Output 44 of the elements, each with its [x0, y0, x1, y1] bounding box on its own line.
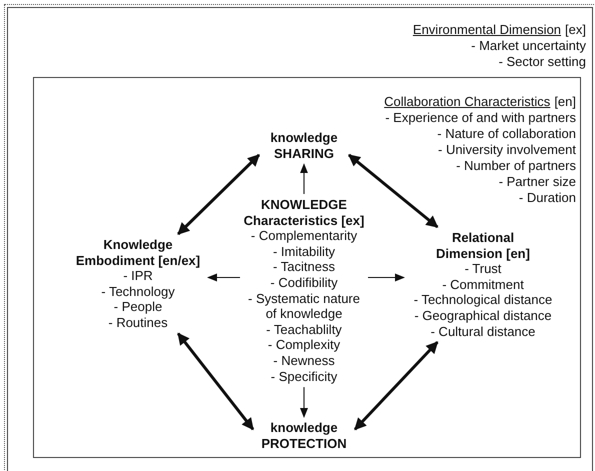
list-item: - Commitment	[441, 276, 525, 292]
arrow	[177, 154, 260, 236]
inner-box	[33, 77, 581, 458]
arrow	[354, 341, 438, 430]
arrow	[177, 332, 254, 430]
list-item: - Number of partners	[455, 158, 576, 174]
list-item: - Complementarity	[250, 228, 358, 244]
arrow	[348, 154, 438, 228]
section-heading: KNOWLEDGE Characteristics [ex]	[243, 197, 365, 228]
section-heading: Knowledge Embodiment [en/ex]	[74, 237, 202, 268]
list-item: - Duration	[518, 190, 576, 206]
list-item: - Teachablilty	[265, 322, 343, 338]
list-item: - Geographical distance	[413, 308, 553, 324]
list-item: - Tacitness	[272, 259, 336, 275]
scope-tag: [en]	[554, 94, 576, 110]
arrow	[300, 386, 308, 418]
list-item: - Technology	[100, 284, 176, 300]
arrow	[300, 163, 308, 194]
list-item: - Systematic nature of knowledge	[247, 290, 361, 322]
arrow	[368, 273, 405, 282]
list-item: - Experience of and with partners	[384, 110, 576, 126]
section-heading: Environmental Dimension	[412, 22, 562, 38]
list-item: - Specificity	[270, 368, 338, 384]
list-item: - University involvement	[437, 142, 576, 158]
list-item: - Imitability	[272, 244, 336, 260]
node-label: knowledge SHARING	[262, 130, 346, 162]
list-item: - Nature of collaboration	[436, 126, 576, 142]
list-item: - Routines	[107, 314, 169, 331]
arrow	[207, 273, 240, 282]
scope-tag: [ex]	[565, 22, 586, 38]
list-item: - People	[112, 299, 164, 315]
list-item: - IPR	[122, 268, 154, 284]
list-item: - Cultural distance	[430, 324, 536, 340]
section-heading: Relational Dimension [en]	[435, 230, 531, 262]
list-item: - Codifibility	[269, 274, 339, 291]
list-item: - Newness	[272, 352, 336, 369]
list-item: - Sector setting	[498, 54, 586, 70]
list-item: - Complexity	[266, 337, 342, 353]
list-item: - Trust	[464, 261, 502, 277]
section-heading: Collaboration Characteristics	[384, 94, 550, 110]
node-label: knowledge PROTECTION	[256, 420, 352, 452]
list-item: - Market uncertainty	[470, 38, 586, 54]
list-item: - Technological distance	[412, 292, 554, 308]
list-item: - Partner size	[498, 174, 576, 190]
